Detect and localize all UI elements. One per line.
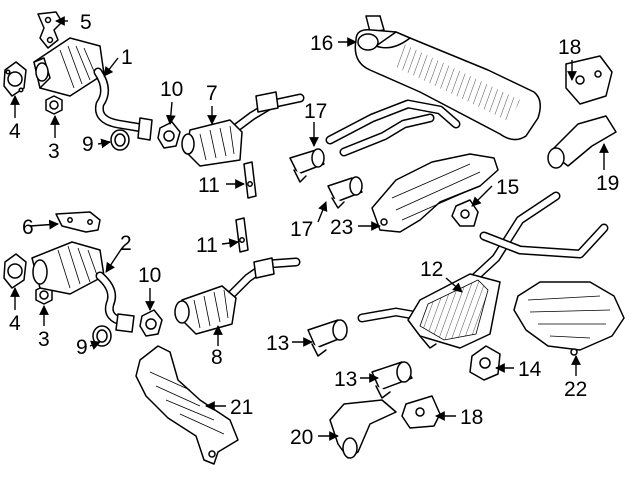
part-3-nut-upper [45,95,63,115]
part-7-converter-upper [181,91,305,167]
part-3-nut-lower [35,285,53,305]
callout-1: 1 [121,46,133,69]
part-19-tailpipe-tip [547,115,617,169]
callout-4-lower: 4 [9,312,21,335]
callout-19: 19 [596,172,619,195]
callout-18-lower: 18 [460,406,483,429]
part-11-bracket-upper [243,161,257,199]
part-4-gasket-lower [3,253,27,289]
part-20-tailpipe-tip [329,399,397,459]
part-1-catalytic-converter-upper [33,37,153,141]
callout-4-upper: 4 [9,120,21,143]
part-6-bracket [55,211,101,233]
part-14-hanger [469,345,501,381]
callout-5: 5 [80,11,92,34]
callout-22: 22 [564,378,587,401]
callout-2: 2 [120,232,132,255]
callout-23: 23 [330,216,353,239]
callout-9-upper: 9 [82,133,94,156]
callout-17-lower: 17 [290,218,313,241]
part-12-front-pipe-assembly [357,191,609,349]
part-23-heat-shield [371,153,499,233]
part-10-gasket-lower [139,309,163,337]
callout-20: 20 [290,426,313,449]
callout-11-upper: 11 [198,174,220,197]
callout-13-upper: 13 [266,332,289,355]
callout-14: 14 [518,358,542,381]
callout-10-upper: 10 [160,78,183,101]
part-22-heat-shield [513,281,625,356]
callout-3-lower: 3 [38,328,50,351]
callout-18-upper: 18 [558,36,581,59]
callout-6: 6 [22,216,34,239]
callout-3-upper: 3 [48,140,60,163]
callout-15: 15 [496,176,519,199]
callout-10-lower: 10 [138,264,161,287]
callout-8: 8 [211,346,223,369]
part-9-clamp-upper [110,129,130,151]
part-17-clamp-a [289,148,325,183]
callout-13-lower: 13 [334,368,357,391]
part-16-rear-muffler [354,15,541,141]
callout-7: 7 [206,82,218,105]
part-4-gasket-upper [3,61,27,97]
part-13-clamp-a [307,319,348,357]
part-17-clamp-b [327,176,363,209]
callout-17-upper: 17 [304,100,327,123]
callout-12: 12 [420,258,443,281]
part-18-hanger-upper [565,55,613,105]
part-13-clamp-b [371,361,413,399]
callout-16: 16 [310,32,333,55]
part-16-intermediate-pipes [325,99,461,157]
callout-21: 21 [230,396,253,419]
part-5-bracket [37,11,63,49]
part-10-gasket-upper [157,121,181,149]
part-11-bracket-lower [235,217,249,253]
part-21-heat-shield [135,345,239,465]
part-2-catalytic-converter-lower [31,241,135,333]
callout-labels: 1 5 4 3 9 10 7 11 17 16 18 19 15 17 23 6… [9,11,619,449]
callout-9-lower: 9 [76,336,88,359]
part-8-converter-lower [174,257,301,335]
part-18-hanger-lower [401,395,441,429]
callout-11-lower: 11 [196,234,218,257]
leader-lines [10,16,609,441]
